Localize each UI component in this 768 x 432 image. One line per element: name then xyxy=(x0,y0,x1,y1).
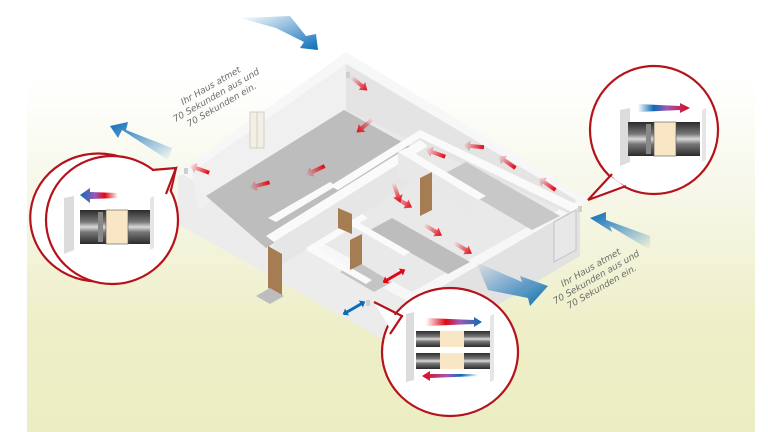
red-arrow xyxy=(425,147,446,159)
living-room-floor xyxy=(206,110,420,248)
red-arrow xyxy=(392,195,413,209)
back-wall-right xyxy=(346,64,576,214)
callout-right xyxy=(587,64,720,202)
vent-unit-left xyxy=(184,168,188,174)
door-step xyxy=(256,288,284,304)
partition-wall-4 xyxy=(306,214,368,252)
blue-double-arrow xyxy=(342,300,366,316)
partition-wall-6 xyxy=(268,182,336,222)
blue-arrow-bottom-out xyxy=(476,262,548,306)
vent-unit-right xyxy=(578,206,582,212)
partition-wall-2 xyxy=(330,130,580,212)
corridor-floor xyxy=(440,162,560,230)
vent-unit-top xyxy=(346,72,350,78)
red-arrow xyxy=(305,164,326,177)
red-arrow xyxy=(356,117,375,133)
window-right xyxy=(553,209,577,263)
indoor-air-flows xyxy=(189,75,557,316)
callout-bottom xyxy=(373,286,520,418)
door-exterior xyxy=(268,246,282,296)
partition-wall-1-face xyxy=(274,146,428,270)
partition-wall-3 xyxy=(398,148,486,200)
red-double-arrow xyxy=(382,268,406,284)
back-wall-left xyxy=(192,64,346,210)
red-arrow xyxy=(498,155,517,170)
red-arrow xyxy=(349,75,368,91)
outdoor-air-flows xyxy=(110,16,650,306)
red-arrow xyxy=(189,163,210,175)
blue-arrow-top-in xyxy=(240,16,318,50)
door-room-2 xyxy=(350,234,362,270)
red-arrow xyxy=(538,177,557,192)
red-arrow xyxy=(249,180,271,191)
door-hallway xyxy=(420,172,432,216)
ventilation-unit-exhaust-icon xyxy=(64,188,154,254)
partition-wall-5 xyxy=(352,222,410,256)
blue-arrow-right-in xyxy=(590,212,650,250)
partition-wall-3-face xyxy=(398,152,478,222)
ventilation-unit-supply-icon xyxy=(620,103,706,166)
red-arrow xyxy=(453,240,472,255)
vent-unit-bottom xyxy=(366,300,370,306)
door-room-1 xyxy=(338,208,352,234)
partition-wall-7 xyxy=(306,246,372,284)
red-arrow xyxy=(463,141,485,151)
callout-left xyxy=(29,152,180,286)
house xyxy=(178,52,590,356)
red-arrow xyxy=(423,222,442,237)
ventilation-unit-dual-icon xyxy=(406,312,494,382)
blue-arrow-left-out xyxy=(110,122,172,160)
partition-wall-1 xyxy=(266,140,428,242)
hallway-floor xyxy=(370,218,470,274)
